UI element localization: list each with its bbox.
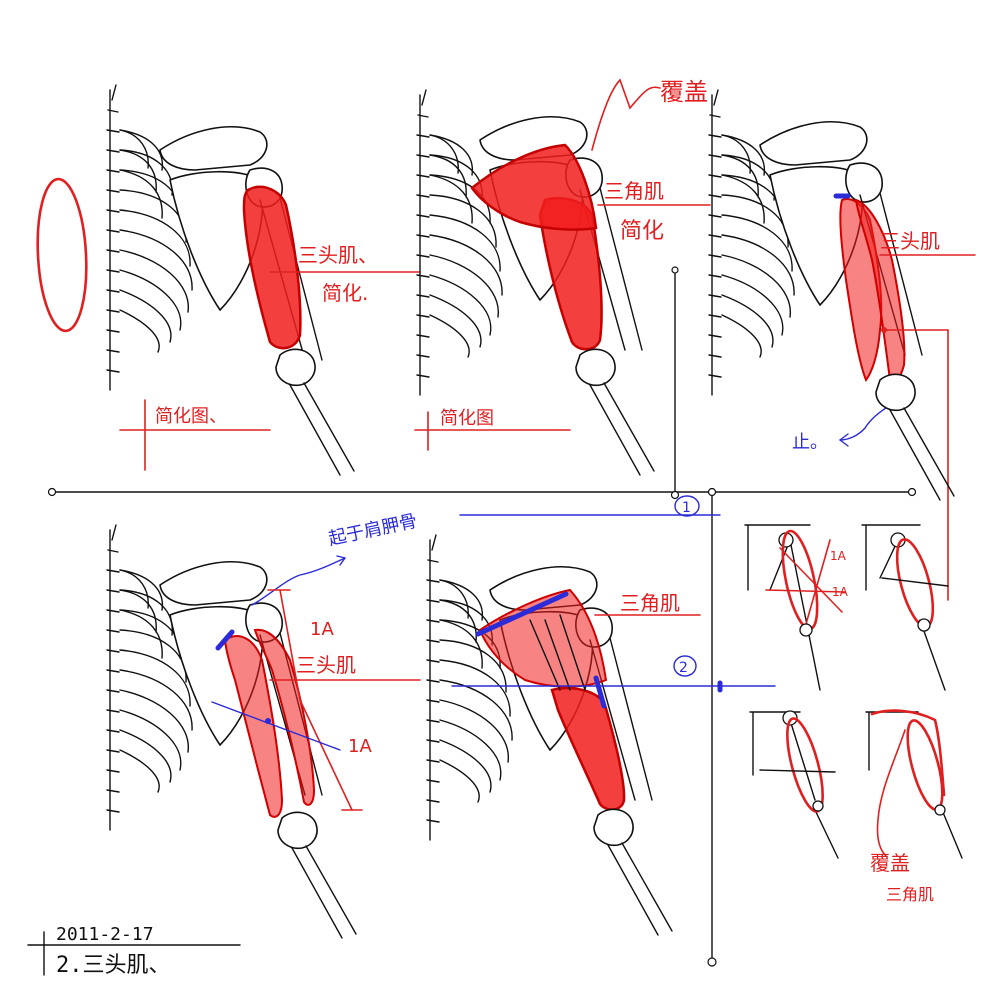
torso-skeleton <box>426 534 513 841</box>
label-simplify: 简化. <box>322 281 368 305</box>
forearm-bones <box>275 348 355 476</box>
triceps-lateral-head <box>253 628 316 806</box>
svg-text:1A: 1A <box>830 549 847 563</box>
torso-skeleton <box>106 84 193 391</box>
marker-2: 2 <box>451 655 776 693</box>
date: 2011-2-17 <box>56 924 154 945</box>
deltoid-muscle <box>470 143 598 231</box>
svg-text:覆盖: 覆盖 <box>870 851 910 875</box>
panel-4-triceps-proportions: 起于肩胛骨 1A 三头肌 1A <box>106 511 421 939</box>
thumbnail-3 <box>749 710 839 859</box>
thumbnail-4: 覆盖 三角肌 <box>865 709 963 904</box>
triceps-muscle <box>550 686 626 811</box>
triceps-long-head <box>223 635 284 818</box>
thumbnail-2 <box>861 524 949 691</box>
panel-5-deltoid-overlay: 三角肌 <box>426 534 701 936</box>
label-insertion: 止。 <box>792 432 828 453</box>
panel-3-triceps-heads: 三头肌 止。 <box>708 89 976 601</box>
marker-1: 1 <box>459 495 721 517</box>
svg-text:2: 2 <box>679 660 688 676</box>
label-simplified-figure: 简化图 <box>440 408 494 429</box>
forearm-bones <box>593 808 673 936</box>
label-triceps: 三头肌 <box>880 229 940 253</box>
label-unit-lower: 1A <box>348 736 372 757</box>
deltoid-muscle <box>478 588 608 688</box>
svg-text:1: 1 <box>682 500 691 516</box>
panel-2-deltoid-cover: 覆盖 三角肌 简化 简化图 <box>414 78 711 476</box>
forearm-bones <box>277 811 357 939</box>
signature-block: 2011-2-17 2.三头肌、 <box>27 924 241 978</box>
label-triceps: 三头肌 <box>296 653 356 677</box>
subject: 2.三头肌、 <box>56 953 171 978</box>
torso-skeleton <box>106 524 193 831</box>
svg-text:1A: 1A <box>832 585 849 599</box>
panel-1-triceps-simplified: 三头肌、 简化. 简化图、 <box>36 84 421 476</box>
label-deltoid: 三角肌 <box>604 179 664 203</box>
svg-text:三角肌: 三角肌 <box>886 885 934 904</box>
grid-lines <box>47 266 917 967</box>
label-unit-upper: 1A <box>310 619 334 640</box>
thumbnail-1: 1A 1A <box>744 524 849 691</box>
label-cover: 覆盖 <box>660 78 708 106</box>
label-deltoid: 三角肌 <box>620 591 680 615</box>
label-simplified-figure: 简化图、 <box>155 406 227 427</box>
forearm-bones <box>875 373 955 501</box>
simplified-ellipse <box>36 177 88 333</box>
label-triceps: 三头肌、 <box>298 243 378 267</box>
label-simplify: 简化 <box>620 219 664 244</box>
triceps-muscle <box>242 185 302 350</box>
label-origin: 起于肩胛骨 <box>327 511 419 550</box>
forearm-bones <box>575 348 655 476</box>
